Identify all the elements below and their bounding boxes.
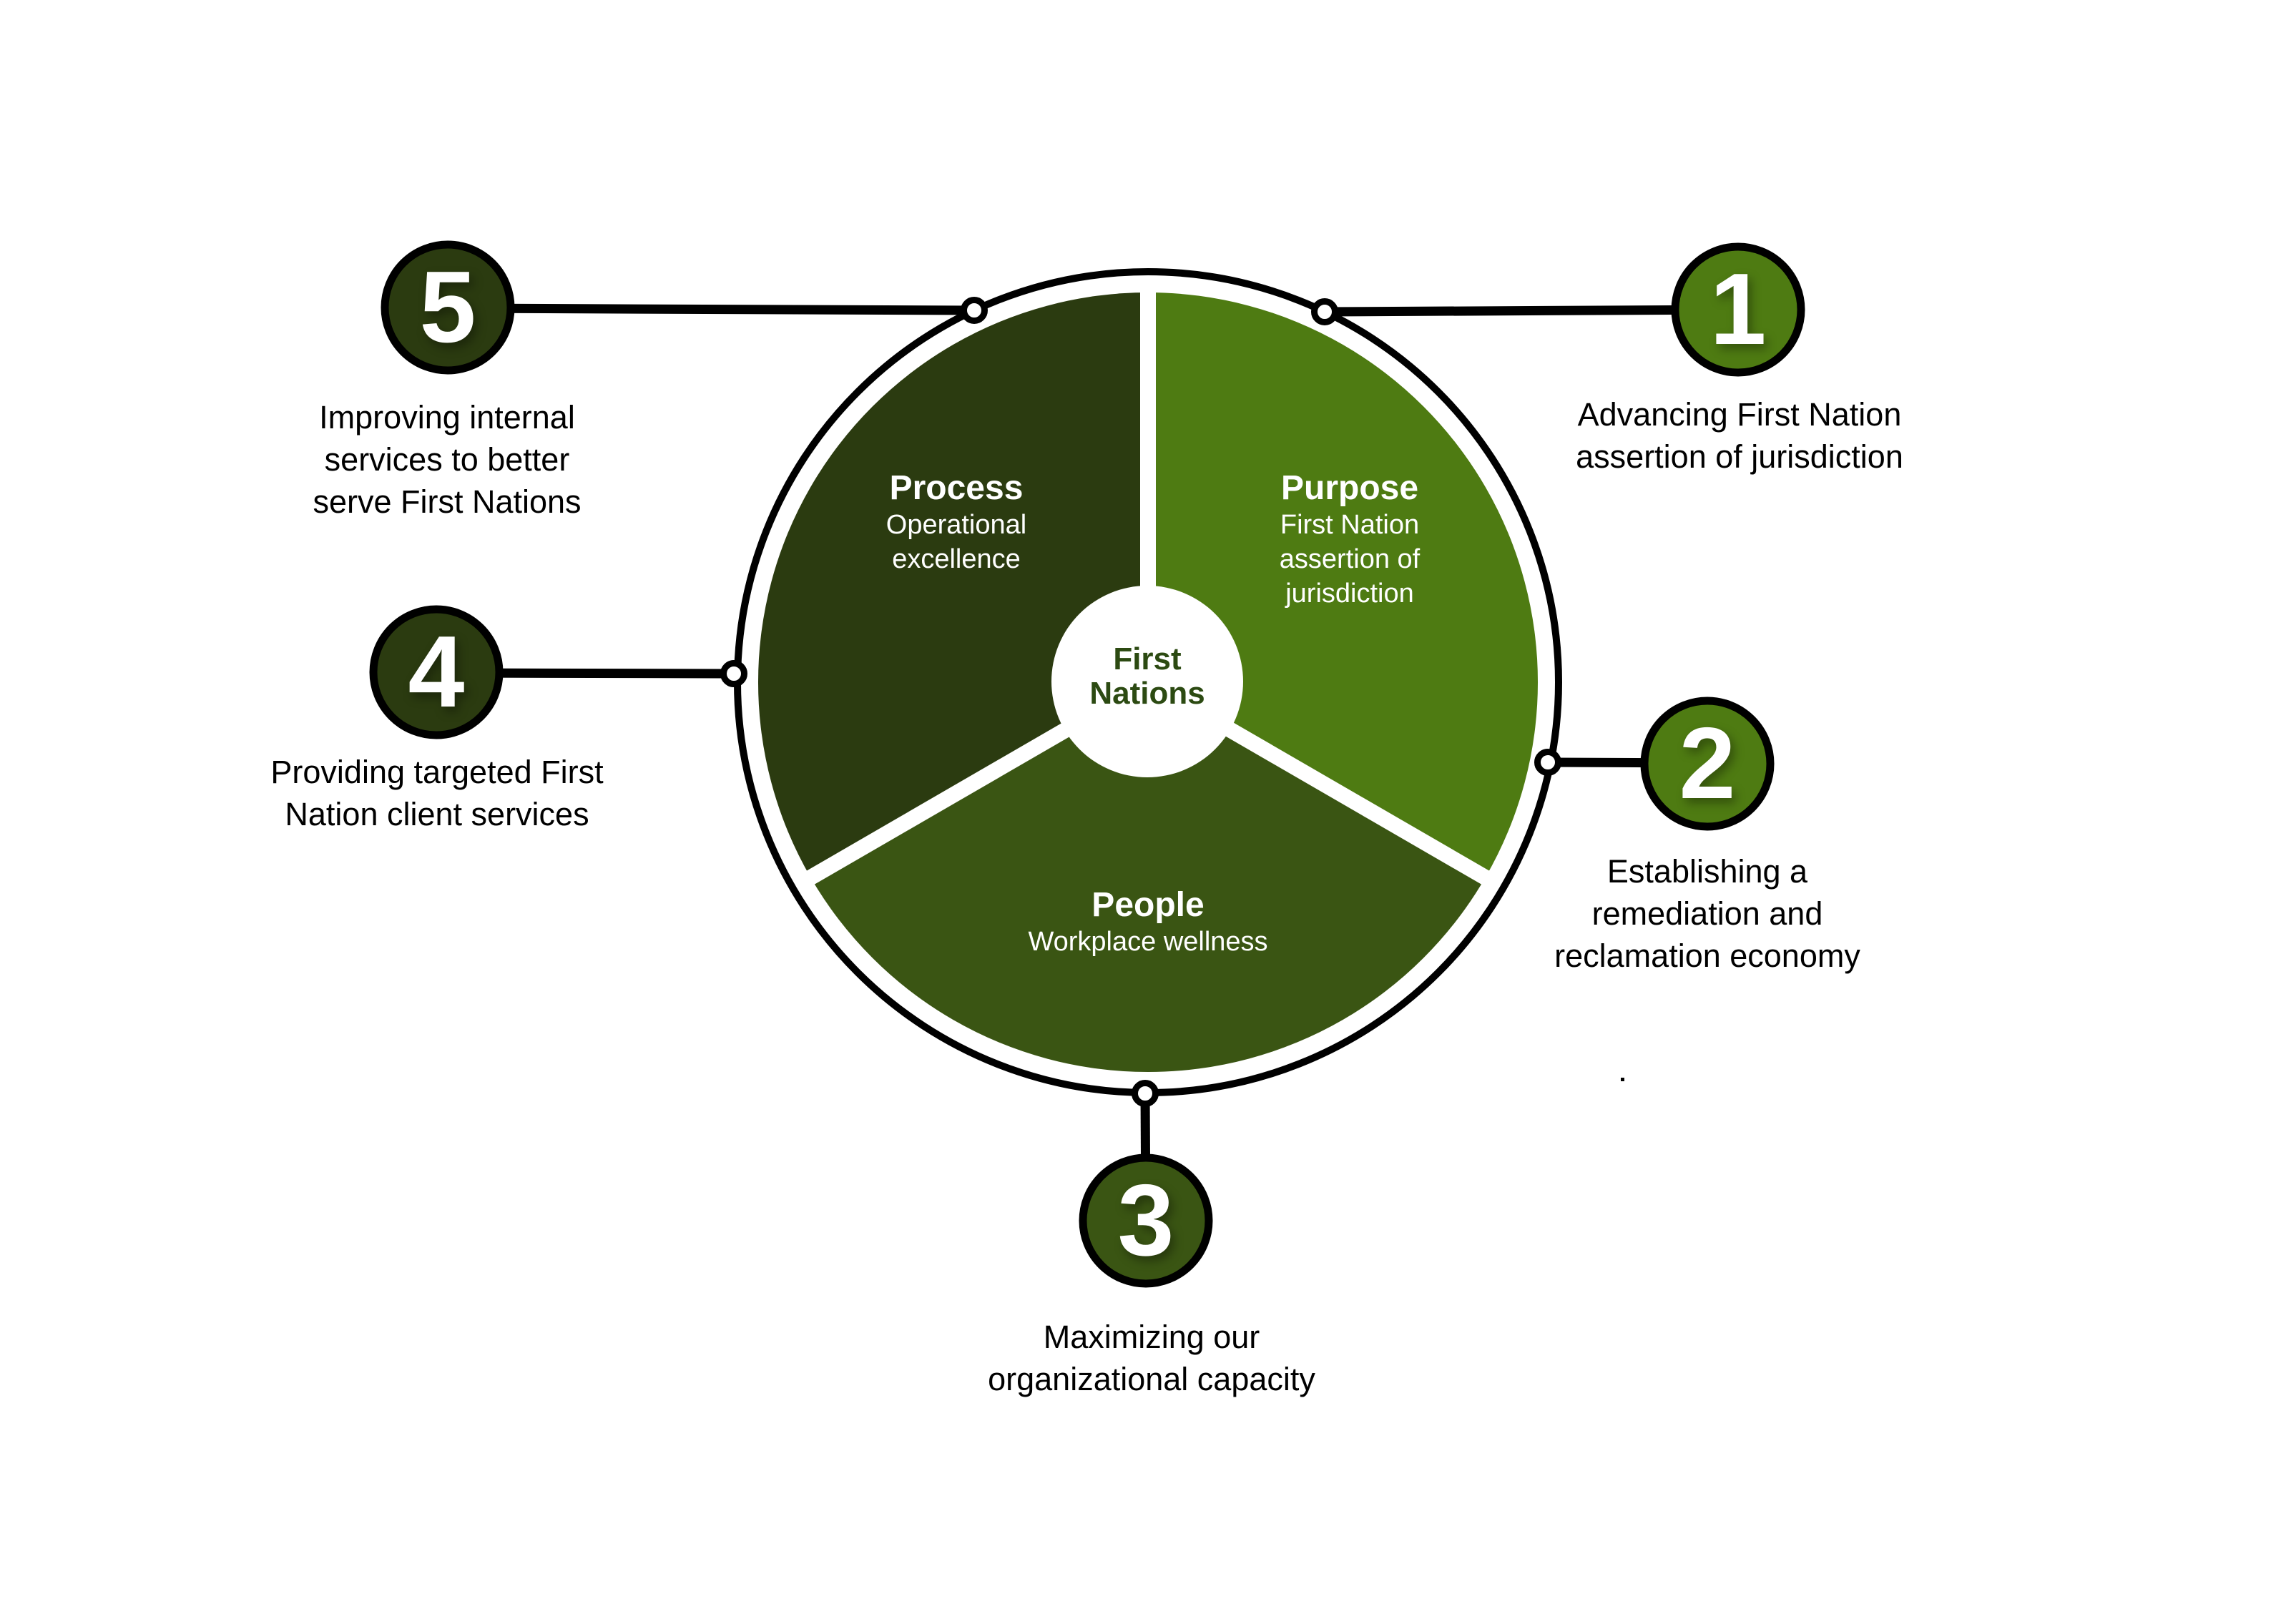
callout-text-3-line1: Maximizing our xyxy=(1043,1319,1260,1355)
callout-circle-3 xyxy=(1079,1153,1213,1288)
callout-text-4: Providing targeted First Nation client s… xyxy=(270,751,603,835)
callout-text-2-line2: remediation and xyxy=(1591,895,1823,932)
callout-text-1: Advancing First Nation assertion of juri… xyxy=(1576,393,1903,478)
callout-text-4-line2: Nation client services xyxy=(285,796,589,832)
callout-text-5-line1: Improving internal xyxy=(319,399,575,436)
callout-text-2: Establishing a remediation and reclamati… xyxy=(1554,850,1860,977)
segment-people-sub-line1: Workplace wellness xyxy=(1028,927,1268,957)
segment-purpose-sub-line1: First Nation xyxy=(1280,510,1420,540)
ring-node-2 xyxy=(1534,749,1561,776)
connector-line-5 xyxy=(447,303,975,315)
center-hub-circle xyxy=(1051,586,1243,777)
ring-node-4 xyxy=(720,660,747,687)
callout-circle-5 xyxy=(381,240,515,375)
segment-purpose-label: Purpose First Nation assertion of jurisd… xyxy=(1280,469,1420,611)
callout-text-2-line3: reclamation economy xyxy=(1554,938,1860,974)
callout-text-4-line1: Providing targeted First xyxy=(270,754,604,790)
callout-text-1-line2: assertion of jurisdiction xyxy=(1576,438,1903,475)
center-hub-label: First Nations xyxy=(1089,642,1205,711)
callout-number-4: 4 xyxy=(408,615,465,729)
stray-dot-artifact xyxy=(1621,1078,1624,1081)
callout-text-5: Improving internal services to better se… xyxy=(313,396,581,523)
ring-node-1 xyxy=(1311,298,1338,325)
segment-process-sub-line2: excellence xyxy=(892,544,1021,574)
segment-process-title: Process xyxy=(889,469,1024,507)
callout-circle-4 xyxy=(369,605,504,739)
segment-people-label: People Workplace wellness xyxy=(1028,886,1267,959)
segment-process-sub-line1: Operational xyxy=(885,510,1027,540)
callout-text-5-line3: serve First Nations xyxy=(313,483,582,520)
ring-node-3 xyxy=(1132,1080,1159,1107)
callout-text-3-line2: organizational capacity xyxy=(988,1361,1315,1397)
callout-circle-2 xyxy=(1640,697,1775,831)
center-hub-label-line1: First xyxy=(1113,641,1182,676)
ring-node-5 xyxy=(961,297,988,324)
segment-purpose-sub-line3: jurisdiction xyxy=(1285,579,1414,609)
callout-text-5-line2: services to better xyxy=(324,441,570,478)
callout-text-3: Maximizing our organizational capacity xyxy=(988,1316,1315,1400)
segment-purpose-sub-line2: assertion of xyxy=(1279,544,1421,574)
callout-text-1-line1: Advancing First Nation xyxy=(1577,396,1902,433)
center-hub-label-line2: Nations xyxy=(1089,676,1205,711)
segment-purpose-title: Purpose xyxy=(1280,469,1419,507)
callout-number-3: 3 xyxy=(1117,1163,1174,1277)
segment-process-label: Process Operational excellence xyxy=(886,469,1026,576)
callout-text-2-line1: Establishing a xyxy=(1606,853,1808,890)
callout-number-2: 2 xyxy=(1679,707,1736,820)
connector-line-1 xyxy=(1324,305,1739,317)
callout-number-5: 5 xyxy=(419,250,476,364)
callout-circle-1 xyxy=(1671,242,1805,377)
segment-people-title: People xyxy=(1091,886,1205,924)
callout-number-1: 1 xyxy=(1709,252,1767,366)
